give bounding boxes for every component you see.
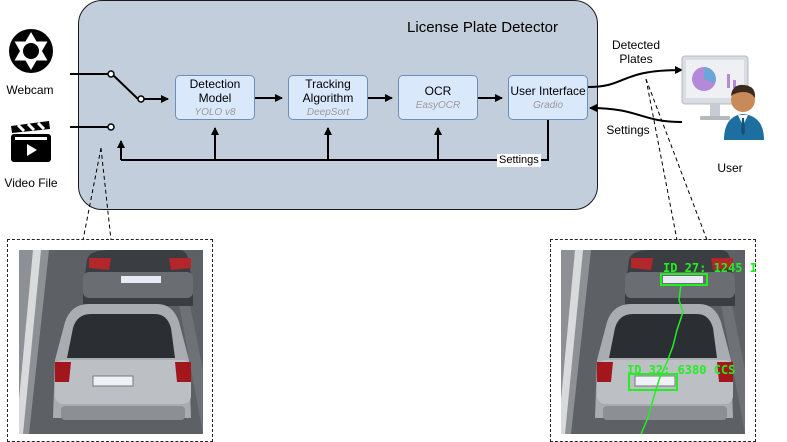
- settings-bus-label: Settings: [497, 154, 541, 167]
- output-car-image: ID 27: 1245 I ID 32: 6380 CCS: [561, 250, 757, 435]
- input-car-image: [19, 250, 203, 434]
- tracking-subtitle: DeepSort: [306, 106, 350, 118]
- overlay-top-text: ID 27: 1245 I: [663, 261, 757, 275]
- webcam-contact: [107, 70, 115, 78]
- user-interface-block: User Interface Gradio: [508, 75, 588, 120]
- leader-input: [82, 147, 102, 241]
- leader-output-2: [645, 78, 708, 241]
- detected-plates-label: Detected Plates: [604, 38, 668, 66]
- ocr-title: OCR: [424, 83, 452, 98]
- plate-box-top: [660, 273, 708, 286]
- ocr-block: OCR EasyOCR: [398, 75, 478, 120]
- arrow-user-to-ui: [589, 104, 683, 123]
- tracking-title-1: Tracking: [305, 76, 351, 91]
- plate-box-bottom: [628, 373, 678, 391]
- user-label: User: [717, 161, 743, 175]
- panel-title: License Plate Detector: [407, 19, 558, 36]
- leader-output: [645, 78, 678, 241]
- detection-title-1: Detection: [189, 76, 241, 91]
- settings-user-label: Settings: [606, 123, 650, 137]
- tracking-algorithm-block: Tracking Algorithm DeepSort: [288, 75, 368, 120]
- video-contact: [107, 123, 115, 131]
- detection-model-block: Detection Model YOLO v8: [175, 75, 255, 120]
- detected-plates-line-1: Detected: [611, 38, 661, 52]
- tracking-trail: [640, 283, 684, 435]
- leader-input-2: [100, 147, 112, 241]
- settings-bus: [121, 120, 549, 161]
- detection-subtitle: YOLO v8: [194, 106, 236, 118]
- webcam-label: Webcam: [6, 83, 54, 97]
- camera-aperture-icon: [9, 29, 53, 73]
- arrow-ui-to-user: [587, 66, 683, 88]
- user-at-monitor-icon: [681, 55, 764, 140]
- video-file-label: Video File: [4, 176, 58, 190]
- overlay-bottom-text: ID 32: 6380 CCS: [627, 363, 735, 377]
- tracking-title-2: Algorithm: [302, 90, 354, 105]
- ui-subtitle: Gradio: [532, 99, 563, 111]
- ocr-subtitle: EasyOCR: [415, 99, 461, 111]
- detected-plates-line-2: Plates: [619, 52, 653, 66]
- ui-title: User Interface: [510, 83, 586, 98]
- switch-pivot: [137, 95, 145, 103]
- clapperboard-icon: [11, 121, 51, 162]
- switch-lever: [113, 75, 139, 100]
- detection-title-2: Model: [198, 90, 232, 105]
